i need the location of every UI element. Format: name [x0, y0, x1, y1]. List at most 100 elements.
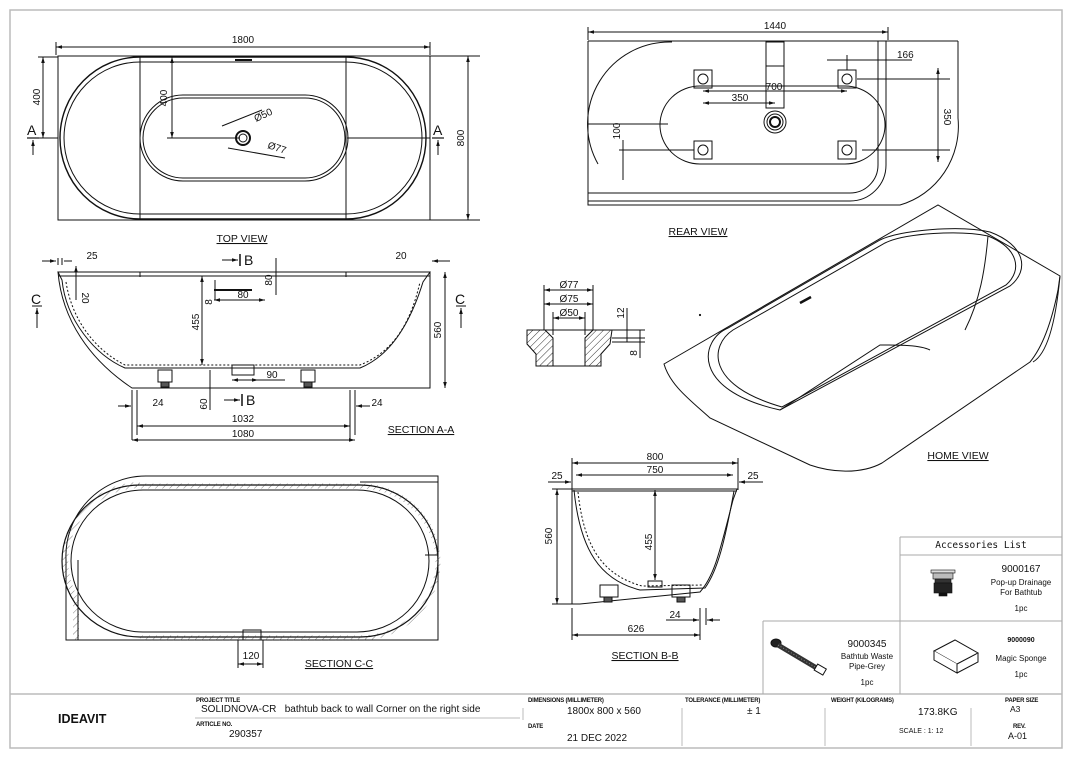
dim-foot-left: 24 [152, 398, 164, 409]
accessory-name: Magic Sponge [995, 654, 1047, 663]
dim-rim-right: 20 [395, 251, 407, 262]
section-c-label: SECTION C-C [305, 658, 374, 670]
dim-foot-right: 24 [371, 398, 383, 409]
leg-pad-icon [693, 69, 713, 89]
dim-top-length: 1800 [232, 35, 255, 46]
project-title: SOLIDNOVA-CR bathtub back to wall Corner… [201, 704, 481, 715]
rev-label: REV. [1013, 724, 1026, 730]
dim-depth-a: 455 [191, 313, 202, 330]
rear-view-label: REAR VIEW [669, 226, 728, 238]
dim-drain-height: 60 [199, 398, 210, 410]
top-view-label: TOP VIEW [217, 233, 268, 245]
dim-b-height: 560 [544, 527, 555, 544]
dim-overflow-height: 80 [264, 274, 275, 286]
dim-rear-length: 1440 [764, 21, 787, 32]
rev-value: A-01 [1008, 731, 1028, 741]
accessory-name: For Bathtub [1000, 588, 1042, 597]
dim-top-width: 800 [456, 129, 467, 146]
dim-c-drain-width: 120 [243, 651, 260, 662]
dim-b-inner: 750 [647, 465, 664, 476]
dim-drain-width: 90 [266, 370, 278, 381]
dim-rim-thickness: 20 [79, 292, 90, 304]
home-view-label: HOME VIEW [927, 450, 988, 462]
section-marker-a-right: A [433, 122, 443, 138]
section-c-c [61, 475, 441, 668]
leg-pad-icon [693, 140, 713, 160]
brand-name: IDEAVIT [58, 712, 107, 726]
dimensions-value: 1800x 800 x 560 [567, 706, 641, 717]
rear-drain-icon [763, 110, 787, 134]
drain-detail [526, 285, 645, 367]
accessory-code: 9000090 [1007, 637, 1035, 644]
top-view [27, 42, 480, 221]
project-title-label: PROJECT TITLE [196, 698, 241, 704]
section-marker-b-top: B [244, 252, 253, 268]
dim-drain-75: Ø75 [560, 294, 579, 305]
tolerance-value: ± 1 [747, 706, 761, 717]
paper-size-value: A3 [1010, 704, 1021, 714]
section-marker-b-bottom: B [246, 392, 255, 408]
accessories-title: Accessories List [935, 540, 1027, 551]
section-marker-c-left: C [31, 291, 41, 307]
section-c-drain [242, 629, 262, 641]
dim-rear-base: 100 [612, 122, 623, 139]
dim-b-foot: 24 [669, 610, 681, 621]
section-marker-a-left: A [27, 122, 37, 138]
dim-drain-12: 12 [616, 307, 627, 319]
dim-rear-edge: 166 [897, 50, 914, 61]
section-a-a [32, 254, 466, 442]
dim-drain-outer: Ø77 [266, 140, 288, 156]
accessory-name: Pop-up Drainage [990, 578, 1052, 587]
dim-leg-depth: 350 [941, 109, 952, 126]
accessory-name: Bathtub Waste [840, 652, 894, 661]
section-a-drain [231, 364, 255, 376]
dim-height-a: 560 [433, 321, 444, 338]
drain-icon [930, 569, 956, 597]
rear-view [587, 27, 959, 206]
sponge-icon [932, 639, 980, 674]
accessory-qty: 1pc [1014, 670, 1028, 679]
dim-drain-50: Ø50 [560, 308, 579, 319]
rear-view-rim-arc [587, 41, 673, 165]
dimensions-label: DIMENSIONS (MILLIMETER) [528, 698, 604, 704]
date-label: DATE [528, 724, 544, 730]
dim-inner-base: 1032 [232, 414, 255, 425]
date-value: 21 DEC 2022 [567, 733, 628, 744]
weight-value: 173.8KG [918, 707, 958, 718]
dim-drain-inner: Ø50 [253, 107, 275, 125]
accessory-name: Pipe-Grey [848, 662, 885, 671]
top-view-basin-inner [142, 97, 346, 179]
dim-b-base: 626 [628, 624, 645, 635]
dim-overflow-thickness: 8 [204, 299, 215, 305]
pipe-icon [770, 638, 828, 676]
section-marker-c-right: C [455, 291, 465, 307]
section-b-label: SECTION B-B [611, 650, 678, 662]
dim-b-depth: 455 [644, 533, 655, 550]
dim-b-rim-right: 25 [747, 471, 759, 482]
article-label: ARTICLE NO. [196, 722, 233, 728]
leg-pad-icon [837, 69, 857, 89]
article-number: 290357 [229, 729, 263, 740]
accessory-item: 9000345 Bathtub Waste Pipe-Grey 1pc [832, 640, 902, 688]
home-view [663, 204, 1061, 472]
accessory-qty: 1pc [860, 678, 874, 687]
section-a-label: SECTION A-A [388, 424, 455, 436]
accessory-code: 9000345 [847, 639, 887, 650]
leg-pad-icon [837, 140, 857, 160]
rear-view-basin [659, 85, 886, 165]
dim-drain-8: 8 [629, 350, 640, 356]
weight-label: WEIGHT (KILOGRAMS) [831, 698, 894, 704]
accessory-item: 9000090 Magic Sponge 1pc [985, 636, 1057, 680]
dim-outer-base: 1080 [232, 429, 255, 440]
dim-leg-spacing: 700 [766, 82, 783, 93]
dim-rim-left: 25 [86, 251, 98, 262]
accessories-table [762, 536, 1062, 694]
drain-icon [235, 130, 251, 146]
tolerance-label: TOLERANCE (MILLIMETER) [685, 698, 761, 704]
dim-drain-77: Ø77 [560, 280, 579, 291]
dim-top-half-width: 400 [32, 88, 43, 105]
dim-drain-offset: 400 [159, 89, 170, 106]
section-b-b [548, 458, 763, 640]
